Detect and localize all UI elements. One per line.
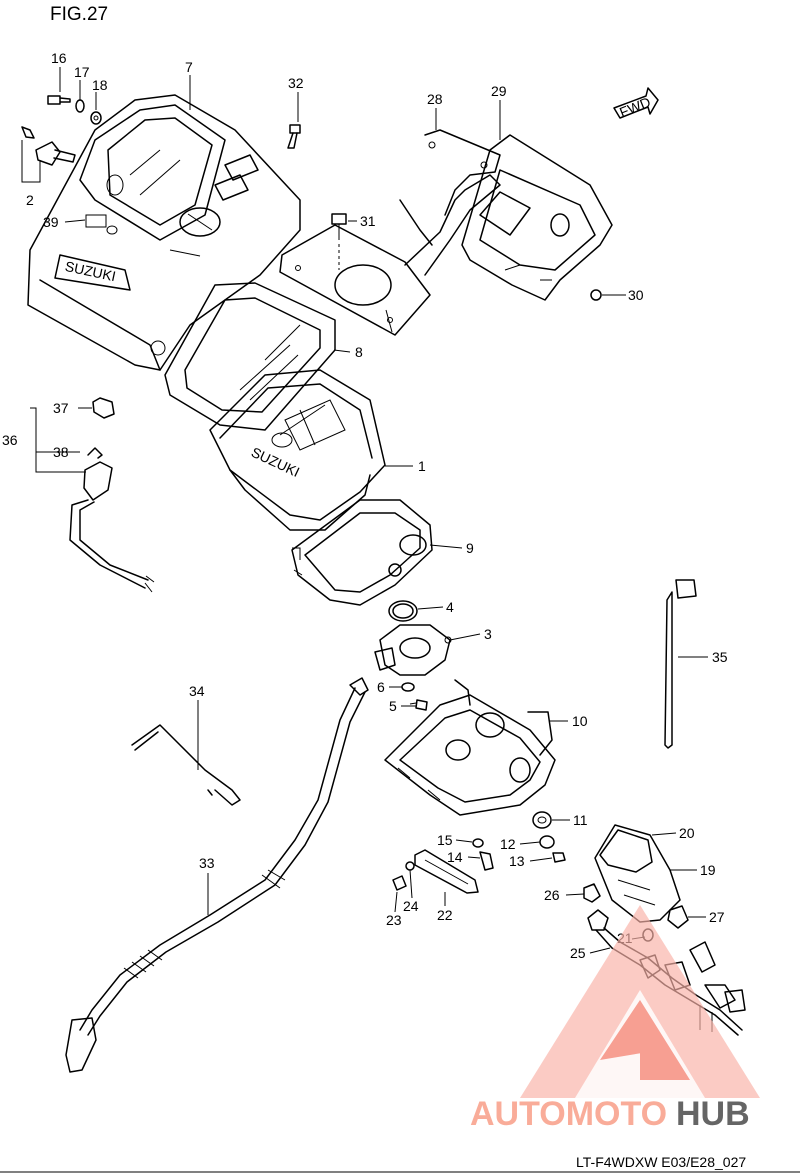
callout-14: 14 <box>447 849 463 865</box>
speedometer-assembly: SUZUKI <box>209 369 386 531</box>
screw-washer-set <box>47 95 102 125</box>
lower-bracket <box>384 679 556 816</box>
leader-lines <box>21 67 708 954</box>
model-code: LT-F4WDXW E03/E28_027 <box>576 1154 746 1170</box>
plate-22 <box>414 849 479 894</box>
watermark: AUTOMOTO HUB <box>470 905 760 1133</box>
bulb-socket-37 <box>92 397 115 419</box>
clip-38 <box>87 447 103 459</box>
svg-text:SUZUKI: SUZUKI <box>249 444 302 480</box>
callout-39: 39 <box>43 214 59 230</box>
grommet-11 <box>532 811 552 829</box>
callout-29: 29 <box>491 83 507 99</box>
callout-27: 27 <box>709 909 725 925</box>
callout-6: 6 <box>377 679 385 695</box>
watermark-text-main: AUTOMOTO <box>470 1095 667 1133</box>
callout-28: 28 <box>427 91 443 107</box>
callout-22: 22 <box>437 907 453 923</box>
bolt-5 <box>409 699 428 711</box>
callout-18: 18 <box>92 77 108 93</box>
callout-7: 7 <box>185 59 193 75</box>
callout-32: 32 <box>288 75 304 91</box>
wire-clip-34 <box>131 724 241 806</box>
callout-31: 31 <box>360 213 376 229</box>
callout-12: 12 <box>500 836 516 852</box>
callout-2: 2 <box>26 192 34 208</box>
meter-bracket <box>279 129 501 336</box>
callout-labels: 16 17 18 7 32 28 29 2 39 31 30 8 37 36 3… <box>2 50 728 961</box>
callout-17: 17 <box>74 64 90 80</box>
bulb-27 <box>667 905 689 929</box>
reset-knob <box>21 126 76 166</box>
washer-6 <box>401 682 415 692</box>
callout-8: 8 <box>355 344 363 360</box>
washer-12 <box>539 835 555 849</box>
nut-13 <box>552 852 566 863</box>
callout-10: 10 <box>572 713 588 729</box>
callout-24: 24 <box>403 898 419 914</box>
callout-3: 3 <box>484 626 492 642</box>
screw-32 <box>287 124 301 149</box>
cable-tie-35 <box>664 579 697 749</box>
callout-20: 20 <box>679 825 695 841</box>
fwd-arrow-icon: FWD <box>613 87 659 121</box>
watermark-text-hub: HUB <box>676 1095 750 1133</box>
case-gasket <box>164 282 336 431</box>
washer-15 <box>472 838 484 848</box>
callout-35: 35 <box>712 649 728 665</box>
callout-26: 26 <box>544 887 560 903</box>
callout-36: 36 <box>2 432 18 448</box>
callout-15: 15 <box>437 832 453 848</box>
callout-9: 9 <box>466 540 474 556</box>
fwd-label: FWD <box>617 94 653 121</box>
callout-5: 5 <box>389 698 397 714</box>
nut-30 <box>590 289 602 301</box>
figure-title: FIG.27 <box>50 4 108 25</box>
callout-4: 4 <box>446 599 454 615</box>
callout-30: 30 <box>628 287 644 303</box>
callout-34: 34 <box>189 683 205 699</box>
callout-38: 38 <box>53 444 69 460</box>
callout-16: 16 <box>51 50 67 66</box>
bolt-14 <box>479 851 494 871</box>
rear-cover <box>461 134 613 301</box>
bulb-26 <box>583 883 601 903</box>
callout-19: 19 <box>700 862 716 878</box>
callout-23: 23 <box>386 912 402 928</box>
socket-harness-36 <box>69 461 155 593</box>
speedometer-cable <box>65 677 369 1073</box>
meter-case-upper: SUZUKI <box>27 94 301 371</box>
callout-25: 25 <box>570 945 586 961</box>
o-ring <box>388 600 418 622</box>
callout-11: 11 <box>573 812 588 828</box>
screw-23 <box>392 875 407 891</box>
callout-33: 33 <box>199 855 215 871</box>
speedometer-gearbox <box>374 624 452 676</box>
callout-37: 37 <box>53 400 69 416</box>
callout-1: 1 <box>418 458 426 474</box>
meter-holder <box>291 499 433 606</box>
screw-31 <box>331 213 347 270</box>
indicator-housing-19 <box>594 824 681 923</box>
nut-24 <box>405 861 415 871</box>
callout-13: 13 <box>509 853 525 869</box>
